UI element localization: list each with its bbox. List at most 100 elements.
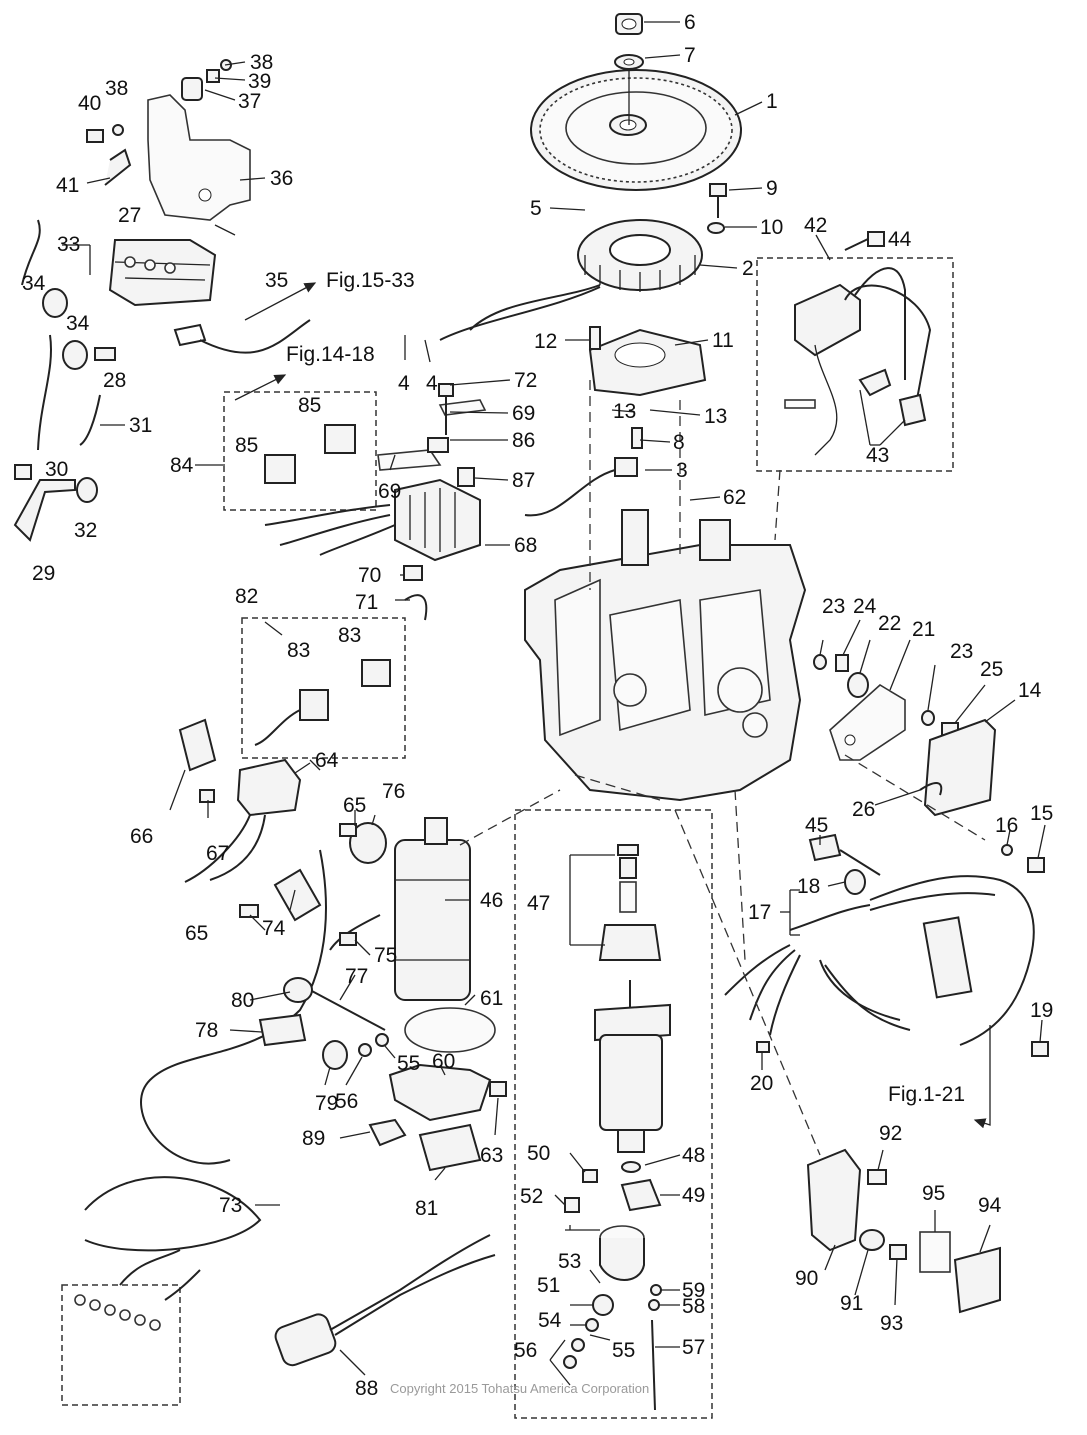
part-label-71: 71 — [355, 591, 378, 614]
part-label-34b: 34 — [66, 312, 90, 335]
boot-78 — [258, 1013, 307, 1047]
part-label-13b: 13 — [704, 405, 727, 428]
cover-94 — [953, 1246, 1001, 1314]
bolt-65a — [339, 823, 357, 837]
relay-83b — [361, 659, 391, 687]
cable-77 — [309, 989, 386, 1031]
starter-armature — [594, 980, 671, 1153]
part-label-68: 68 — [514, 534, 537, 557]
copyright-text: Copyright 2015 Tohatsu America Corporati… — [390, 1381, 649, 1396]
main-harness-17 — [724, 875, 1035, 1046]
bolt-65b — [239, 904, 259, 918]
cap-76 — [349, 822, 387, 864]
grommet-22 — [847, 672, 869, 698]
part-label-86: 86 — [512, 429, 535, 452]
washer-48 — [621, 1161, 641, 1173]
part-label-66: 66 — [130, 825, 153, 848]
part-label-60: 60 — [432, 1050, 455, 1073]
part-label-3: 3 — [676, 459, 688, 482]
bracket-69 — [377, 399, 487, 471]
flywheel — [530, 69, 742, 191]
lead-wire — [37, 334, 52, 451]
bolt-40 — [86, 129, 104, 143]
fig-ref-15-33[interactable]: Fig.15-33 — [326, 269, 415, 292]
part-label-49: 49 — [682, 1184, 705, 1207]
bolt-63 — [489, 1081, 507, 1097]
part-label-22: 22 — [878, 612, 901, 635]
screw-20 — [756, 1041, 770, 1053]
ignition-coil — [784, 267, 932, 456]
bracket-21 — [829, 684, 906, 761]
band-61 — [404, 1007, 496, 1053]
bolt-30 — [14, 464, 32, 480]
part-labels: 6 7 1 9 10 5 2 11 12 13 13 8 3 62 72 69 … — [22, 11, 1053, 1400]
stator-wires — [439, 284, 601, 341]
washer-23a — [813, 654, 827, 670]
part-label-50: 50 — [527, 1142, 550, 1165]
part-label-61: 61 — [480, 987, 503, 1010]
fig-ref-1-21[interactable]: Fig.1-21 — [888, 1083, 965, 1106]
part-label-56b: 56 — [514, 1339, 537, 1362]
part-label-57: 57 — [682, 1336, 705, 1359]
part-label-13a: 13 — [613, 400, 636, 423]
washer-56a — [358, 1043, 372, 1057]
starter-motor — [394, 817, 471, 1001]
ignition-coil-group — [756, 257, 954, 472]
part-label-28: 28 — [103, 369, 126, 392]
part-label-53: 53 — [558, 1250, 581, 1273]
terminal-89 — [368, 1118, 407, 1147]
part-label-73: 73 — [219, 1194, 242, 1217]
boot-74 — [273, 868, 322, 922]
starter-solenoid-64 — [236, 758, 302, 817]
flywheel-washer — [614, 54, 644, 70]
part-label-55b: 55 — [612, 1339, 635, 1362]
collar-91 — [859, 1229, 885, 1251]
pulser-coil — [524, 427, 643, 517]
fig-ref-14-18[interactable]: Fig.14-18 — [286, 343, 375, 366]
washer-59 — [650, 1284, 662, 1296]
part-label-21: 21 — [912, 618, 935, 641]
part-label-65b: 65 — [185, 922, 208, 945]
part-label-80: 80 — [231, 989, 254, 1012]
part-label-43: 43 — [866, 444, 889, 467]
stator-coil — [577, 219, 703, 292]
switch-45 — [808, 833, 842, 862]
part-label-1: 1 — [766, 90, 778, 113]
bolt-93 — [889, 1244, 907, 1260]
starter-exploded-box — [514, 809, 713, 1419]
boot-81 — [418, 1123, 482, 1172]
collar-24 — [835, 654, 849, 672]
part-label-15: 15 — [1030, 802, 1053, 825]
part-label-91: 91 — [840, 1292, 863, 1315]
part-label-27: 27 — [118, 204, 141, 227]
part-label-7: 7 — [684, 44, 696, 67]
relay-85b — [324, 424, 356, 454]
battery-box — [84, 1176, 262, 1252]
clamp-60 — [388, 1063, 492, 1122]
part-label-69a: 69 — [512, 402, 535, 425]
rectifier-wires — [264, 504, 396, 556]
brush-52 — [564, 1197, 580, 1213]
part-label-88: 88 — [355, 1377, 378, 1400]
part-label-69b: 69 — [378, 480, 401, 503]
part-label-84: 84 — [170, 454, 194, 477]
part-label-90: 90 — [795, 1267, 818, 1290]
bracket-29 — [13, 479, 76, 542]
part-label-47: 47 — [527, 892, 550, 915]
nut-56b — [563, 1355, 577, 1369]
part-label-79: 79 — [315, 1092, 338, 1115]
part-label-51: 51 — [537, 1274, 560, 1297]
clip-26 — [919, 782, 943, 796]
part-label-92: 92 — [879, 1122, 902, 1145]
part-label-65a: 65 — [343, 794, 366, 817]
part-label-25: 25 — [980, 658, 1003, 681]
part-label-4b: 4 — [426, 372, 438, 395]
cap-34a — [42, 288, 68, 318]
part-label-76: 76 — [382, 780, 405, 803]
sheet-95 — [919, 1231, 951, 1273]
part-label-35: 35 — [265, 269, 288, 292]
part-label-5: 5 — [530, 197, 542, 220]
part-label-58: 58 — [682, 1295, 705, 1318]
relay-group-82 — [241, 617, 406, 759]
